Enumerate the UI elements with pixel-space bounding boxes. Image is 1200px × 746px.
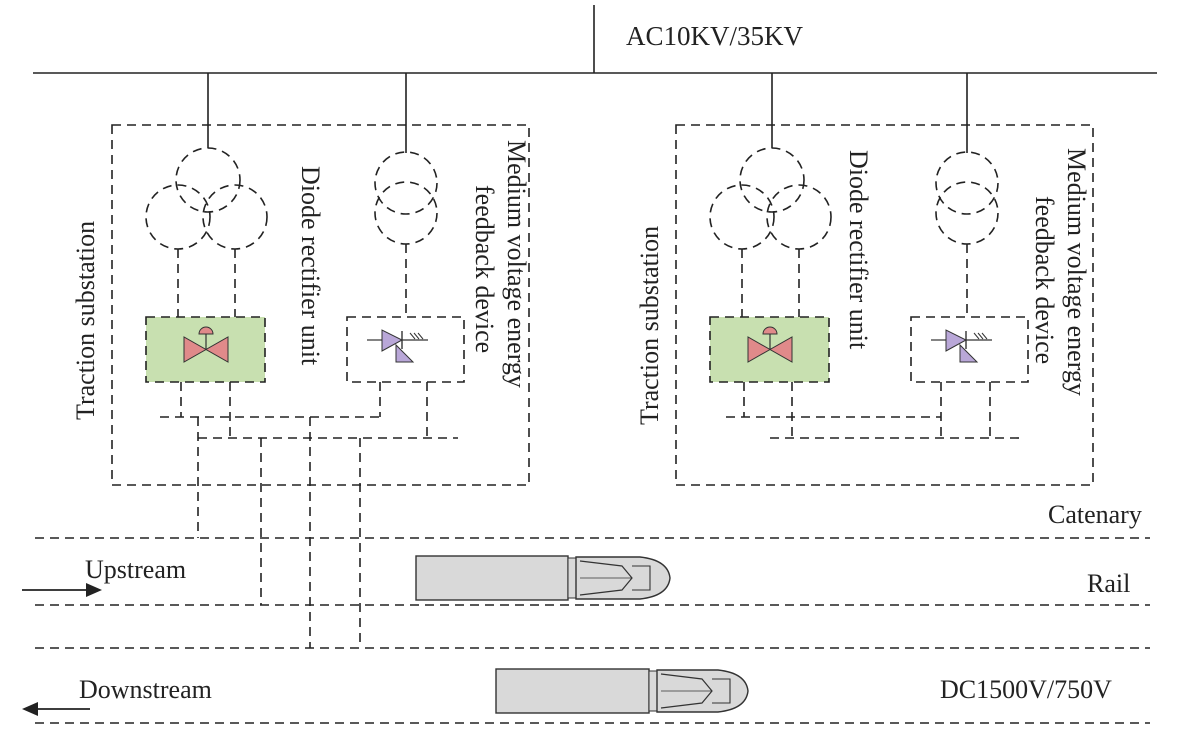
- traction-substation-1: Traction substation Diode rectifier unit…: [71, 73, 531, 648]
- traction-substation-2: Traction substation Diode rectifier unit…: [635, 73, 1094, 486]
- substation-2-label: Traction substation: [635, 226, 664, 425]
- substation-1-feedback-inverter: [346, 316, 465, 383]
- substation-2-boundary: [675, 124, 1094, 486]
- substation-1-feedback-transformer-icon: [374, 151, 438, 245]
- substation-1-feedback-label-line1: Medium voltage energy: [502, 140, 531, 388]
- substation-2-rectifier-transformer-icon: [709, 147, 832, 250]
- dc-voltage-label: DC1500V/750V: [940, 675, 1112, 704]
- upstream-arrow-icon: [22, 583, 102, 597]
- upstream-label: Upstream: [85, 555, 186, 584]
- substation-1-feedback-label-line2: feedback device: [470, 185, 499, 353]
- substation-1-label: Traction substation: [71, 221, 100, 420]
- substation-1-rectifier-label: Diode rectifier unit: [296, 166, 325, 366]
- substation-1-boundary: [111, 124, 530, 486]
- catenary-label: Catenary: [1048, 500, 1142, 529]
- substation-2-feedback-transformer-icon: [935, 151, 999, 245]
- substation-1-rectifier-valve-icon: [183, 326, 229, 363]
- substation-2-feedback-label-line1: Medium voltage energy: [1062, 148, 1091, 396]
- downstream-label: Downstream: [79, 675, 212, 704]
- substation-1-inverter-symbol-icon: [367, 329, 428, 363]
- upstream-train-icon: [415, 555, 671, 601]
- substation-2-inverter-symbol-icon: [931, 329, 992, 363]
- substation-1-rectifier-transformer-icon: [145, 147, 268, 250]
- downstream-arrow-icon: [22, 702, 90, 716]
- substation-2-feedback-label-line2: feedback device: [1030, 196, 1059, 364]
- ac-bus-label: AC10KV/35KV: [626, 21, 804, 51]
- substation-2-feedback-inverter: [910, 316, 1029, 383]
- substation-2-rectifier-valve-icon: [747, 326, 793, 363]
- downstream-train-icon: [495, 668, 749, 714]
- substation-2-rectifier-label: Diode rectifier unit: [844, 150, 873, 350]
- rail-label: Rail: [1087, 569, 1130, 598]
